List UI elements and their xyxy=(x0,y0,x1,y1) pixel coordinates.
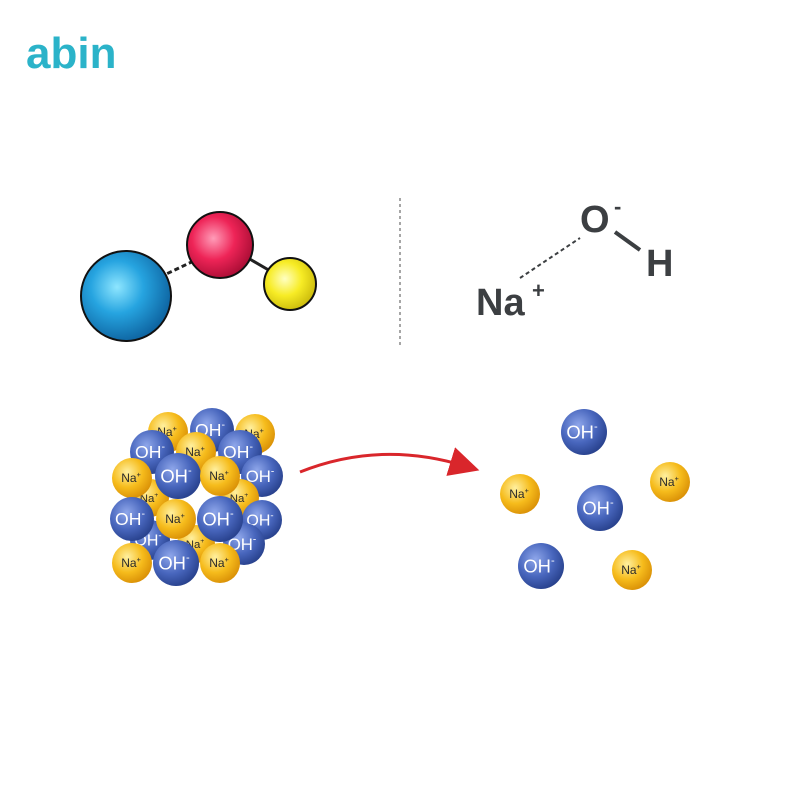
sodium-charge: + xyxy=(181,511,185,520)
sodium-charge: + xyxy=(173,424,177,433)
sodium-label: Na+ xyxy=(165,511,185,526)
oxygen-charge: - xyxy=(614,194,621,219)
hydroxide-charge: - xyxy=(610,497,614,509)
sodium-label: Na+ xyxy=(509,486,529,501)
dissociation-arrow xyxy=(299,447,480,476)
sodium-label: Na+ xyxy=(209,468,229,483)
hydrogen-atom-sphere xyxy=(263,257,317,311)
hydroxide-label: OH- xyxy=(115,508,145,529)
sodium-ion: Na+ xyxy=(612,550,652,590)
hydroxide-charge: - xyxy=(230,508,234,520)
oxygen-atom-sphere xyxy=(186,211,254,279)
hydroxide-ion-sphere xyxy=(197,496,243,542)
sodium-charge: + xyxy=(525,486,529,495)
hydroxide-charge: - xyxy=(158,530,161,541)
ionic-bond-dashed xyxy=(519,237,581,279)
oh-bond-line xyxy=(613,230,642,252)
sodium-ion-sphere xyxy=(156,499,196,539)
hydroxide-ion-sphere xyxy=(153,540,199,586)
sodium-ion: Na+ xyxy=(112,543,152,583)
hydroxide-ion-sphere xyxy=(155,453,201,499)
sodium-label: Na+ xyxy=(185,444,205,459)
hydroxide-label: OH- xyxy=(160,465,192,486)
sodium-symbol: Na xyxy=(476,282,525,324)
sodium-atom-sphere xyxy=(80,250,172,342)
sodium-charge: + xyxy=(137,555,141,564)
sodium-ion-sphere xyxy=(200,543,240,583)
hydroxide-charge: - xyxy=(186,552,190,564)
hydroxide-charge: - xyxy=(221,419,225,431)
hydroxide-ion-sphere xyxy=(518,543,564,589)
sodium-ion-sphere xyxy=(612,550,652,590)
dissolved-ions: OH- Na+ OH- Na+ OH- Na+ xyxy=(500,409,690,590)
sodium-charge: + xyxy=(260,426,264,435)
hydroxide-label: OH- xyxy=(246,466,275,486)
ionic-lattice-cluster: Na+OH-Na+OH-Na+OH-OH-Na+Na+OH-OH-Na+OH-N… xyxy=(110,408,283,586)
hydroxide-charge: - xyxy=(249,441,253,453)
hydroxide-charge: - xyxy=(594,421,598,433)
sodium-charge: + xyxy=(225,468,229,477)
sodium-charge: + xyxy=(637,562,641,571)
hydroxide-charge: - xyxy=(551,555,555,567)
hydroxide-charge: - xyxy=(271,466,274,477)
hydroxide-charge: - xyxy=(188,465,192,477)
sodium-label: Na+ xyxy=(121,470,141,485)
logo-text: abin xyxy=(26,29,116,78)
sodium-ion: Na+ xyxy=(500,474,540,514)
hydroxide-ion: OH- xyxy=(197,496,243,542)
sodium-label: Na+ xyxy=(121,555,141,570)
hydroxide-ion: OH- xyxy=(155,453,201,499)
hydroxide-label: OH- xyxy=(202,508,234,529)
hydroxide-ion-sphere xyxy=(577,485,623,531)
hydroxide-ion: OH- xyxy=(577,485,623,531)
hydrogen-symbol: H xyxy=(646,243,673,285)
hydroxide-label: OH- xyxy=(566,421,598,442)
sodium-ion-sphere xyxy=(112,543,152,583)
sodium-charge: + xyxy=(532,278,545,303)
sodium-ion: Na+ xyxy=(112,458,152,498)
hydroxide-ion: OH- xyxy=(561,409,607,455)
hydroxide-ion-sphere xyxy=(561,409,607,455)
sodium-charge: + xyxy=(154,492,158,499)
hydroxide-ion-sphere xyxy=(110,497,154,541)
sodium-label: Na+ xyxy=(659,474,679,489)
sodium-label: Na+ xyxy=(209,555,229,570)
sodium-ion: Na+ xyxy=(200,456,240,496)
sodium-charge: + xyxy=(225,555,229,564)
sodium-charge: + xyxy=(137,470,141,479)
sodium-charge: + xyxy=(201,444,205,453)
hydroxide-charge: - xyxy=(161,441,165,453)
hydroxide-label: OH- xyxy=(135,441,165,462)
sodium-ion-sphere xyxy=(650,462,690,502)
abin-logo: abin xyxy=(26,29,116,78)
hydroxide-label: OH- xyxy=(158,552,190,573)
sodium-charge: + xyxy=(244,492,248,499)
hydroxide-ion: OH- xyxy=(518,543,564,589)
oxygen-symbol: O xyxy=(580,199,610,241)
sodium-label: Na+ xyxy=(621,562,641,577)
sodium-charge: + xyxy=(200,538,204,545)
sodium-ion-sphere xyxy=(500,474,540,514)
sodium-ion-sphere xyxy=(112,458,152,498)
sodium-ion: Na+ xyxy=(200,543,240,583)
hydroxide-label: OH- xyxy=(582,497,614,518)
sodium-charge: + xyxy=(675,474,679,483)
sodium-ion: Na+ xyxy=(650,462,690,502)
hydroxide-charge: - xyxy=(253,534,256,545)
hydroxide-charge: - xyxy=(270,510,273,521)
hydroxide-ion: OH- xyxy=(153,540,199,586)
sodium-ion: Na+ xyxy=(156,499,196,539)
structural-formula: O - H Na + xyxy=(476,194,673,324)
sodium-ion-sphere xyxy=(200,456,240,496)
ball-and-stick-molecule xyxy=(80,211,317,342)
hydroxide-label: OH- xyxy=(523,555,555,576)
hydroxide-label: OH- xyxy=(223,441,253,462)
hydroxide-charge: - xyxy=(141,508,145,520)
hydroxide-ion: OH- xyxy=(110,497,154,541)
